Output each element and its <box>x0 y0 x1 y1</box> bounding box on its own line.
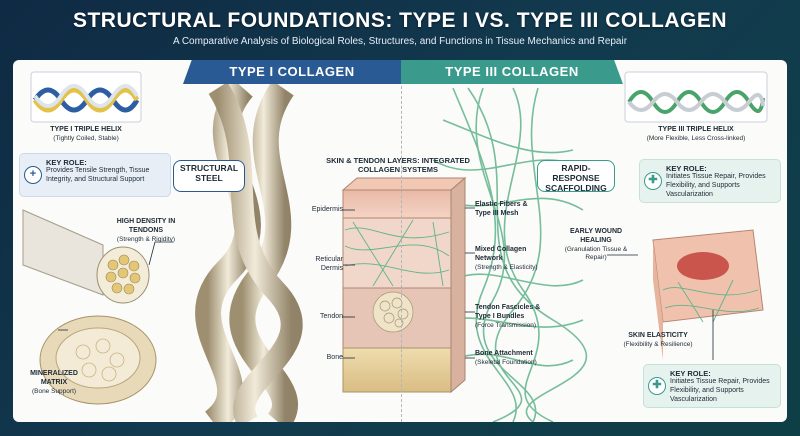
medical-kit-icon: + <box>24 166 42 184</box>
type1-banner: TYPE I COLLAGEN <box>183 60 401 84</box>
type1-rope-illustration <box>195 79 303 422</box>
wound-healing-sub: (Granulation Tissue & Repair) <box>564 245 628 261</box>
structural-steel-pill: STRUCTURAL STEEL <box>173 160 245 192</box>
type3-key-role-2: KEY ROLE: Initiates Tissue Repair, Provi… <box>670 369 770 403</box>
tendon-density-sub: (Strength & Rigidity) <box>116 235 176 243</box>
type3-helix-title: TYPE III TRIPLE HELIX <box>658 126 734 133</box>
type3-key-role-box: ✚ KEY ROLE: Initiates Tissue Repair, Pro… <box>639 159 781 203</box>
mineralized-matrix-title: MINERALIZED MATRIX <box>30 370 78 386</box>
header: STRUCTURAL FOUNDATIONS: TYPE I VS. TYPE … <box>0 0 800 58</box>
wound-healing-label: EARLY WOUND HEALING (Granulation Tissue … <box>561 228 631 262</box>
type3-mesh-illustration <box>432 87 589 422</box>
skin-elasticity-title: SKIN ELASTICITY <box>628 332 688 339</box>
bone-attachment-label: Bone Attachment (Skeletal Foundation) <box>475 350 537 366</box>
tissue-layers-block <box>341 176 467 394</box>
type1-helix-title: TYPE I TRIPLE HELIX <box>50 126 122 133</box>
page-subtitle: A Comparative Analysis of Biological Rol… <box>172 36 628 47</box>
layer-bone-label: Bone <box>326 354 343 361</box>
section-divider <box>401 86 402 422</box>
tissue-layers-title: SKIN & TENDON LAYERS: INTEGRATED COLLAGE… <box>326 156 470 175</box>
type1-helix-image <box>30 71 142 123</box>
layer-epidermis-label: Epidermis <box>311 206 343 213</box>
type3-banner: TYPE III COLLAGEN <box>401 60 623 84</box>
layer-reticular-dermis-label: Reticular Dermis <box>315 256 343 272</box>
type1-helix-sub: (Tightly Coiled, Stable) <box>53 134 119 142</box>
leader-lines <box>58 207 714 360</box>
mineralized-matrix-sub: (Bone Support) <box>31 387 77 395</box>
rapid-response-pill: RAPID-RESPONSE SCAFFOLDING <box>537 160 615 192</box>
layer-tendon-label: Tendon <box>320 313 343 320</box>
type3-key-role: KEY ROLE: Initiates Tissue Repair, Provi… <box>666 164 766 198</box>
page-title: STRUCTURAL FOUNDATIONS: TYPE I VS. TYPE … <box>72 9 728 32</box>
type1-helix-caption: TYPE I TRIPLE HELIX (Tightly Coiled, Sta… <box>21 126 151 143</box>
tendon-density-title: HIGH DENSITY IN TENDONS <box>116 218 176 234</box>
illustration-layer <box>22 71 768 422</box>
wound-healing-illustration <box>652 229 764 360</box>
skin-elasticity-label: SKIN ELASTICITY (Flexibility & Resilienc… <box>618 332 698 349</box>
bone-cross-section-illustration <box>39 315 157 405</box>
type1-key-role: KEY ROLE: Provides Tensile Strength, Tis… <box>46 158 150 184</box>
tendon-fascicles-label: Tendon Fascicles & Type I Bundles (Force… <box>475 304 541 329</box>
mineralized-matrix-label: MINERALIZED MATRIX (Bone Support) <box>19 370 89 396</box>
skin-elasticity-sub: (Flexibility & Resilience) <box>623 340 693 348</box>
type3-helix-image <box>624 71 768 123</box>
elastic-fibers-label: Elastic Fibers & Type III Mesh <box>475 201 528 217</box>
wound-healing-title: EARLY WOUND HEALING <box>569 228 623 244</box>
tendon-bundle-illustration <box>22 209 150 304</box>
hands-care-icon: ✚ <box>644 172 662 190</box>
infographic-card: TYPE I COLLAGEN TYPE III COLLAGEN TYPE I… <box>13 60 787 422</box>
type3-helix-sub: (More Flexible, Less Cross-linked) <box>646 134 746 142</box>
mixed-network-label: Mixed Collagen Network (Strength & Elast… <box>475 246 538 271</box>
tendon-density-label: HIGH DENSITY IN TENDONS (Strength & Rigi… <box>113 218 179 244</box>
type3-helix-caption: TYPE III TRIPLE HELIX (More Flexible, Le… <box>625 126 767 143</box>
healing-hands-icon: ✚ <box>648 377 666 395</box>
type1-key-role-box: + KEY ROLE: Provides Tensile Strength, T… <box>19 153 171 197</box>
type3-key-role-box-2: ✚ KEY ROLE: Initiates Tissue Repair, Pro… <box>643 364 781 408</box>
